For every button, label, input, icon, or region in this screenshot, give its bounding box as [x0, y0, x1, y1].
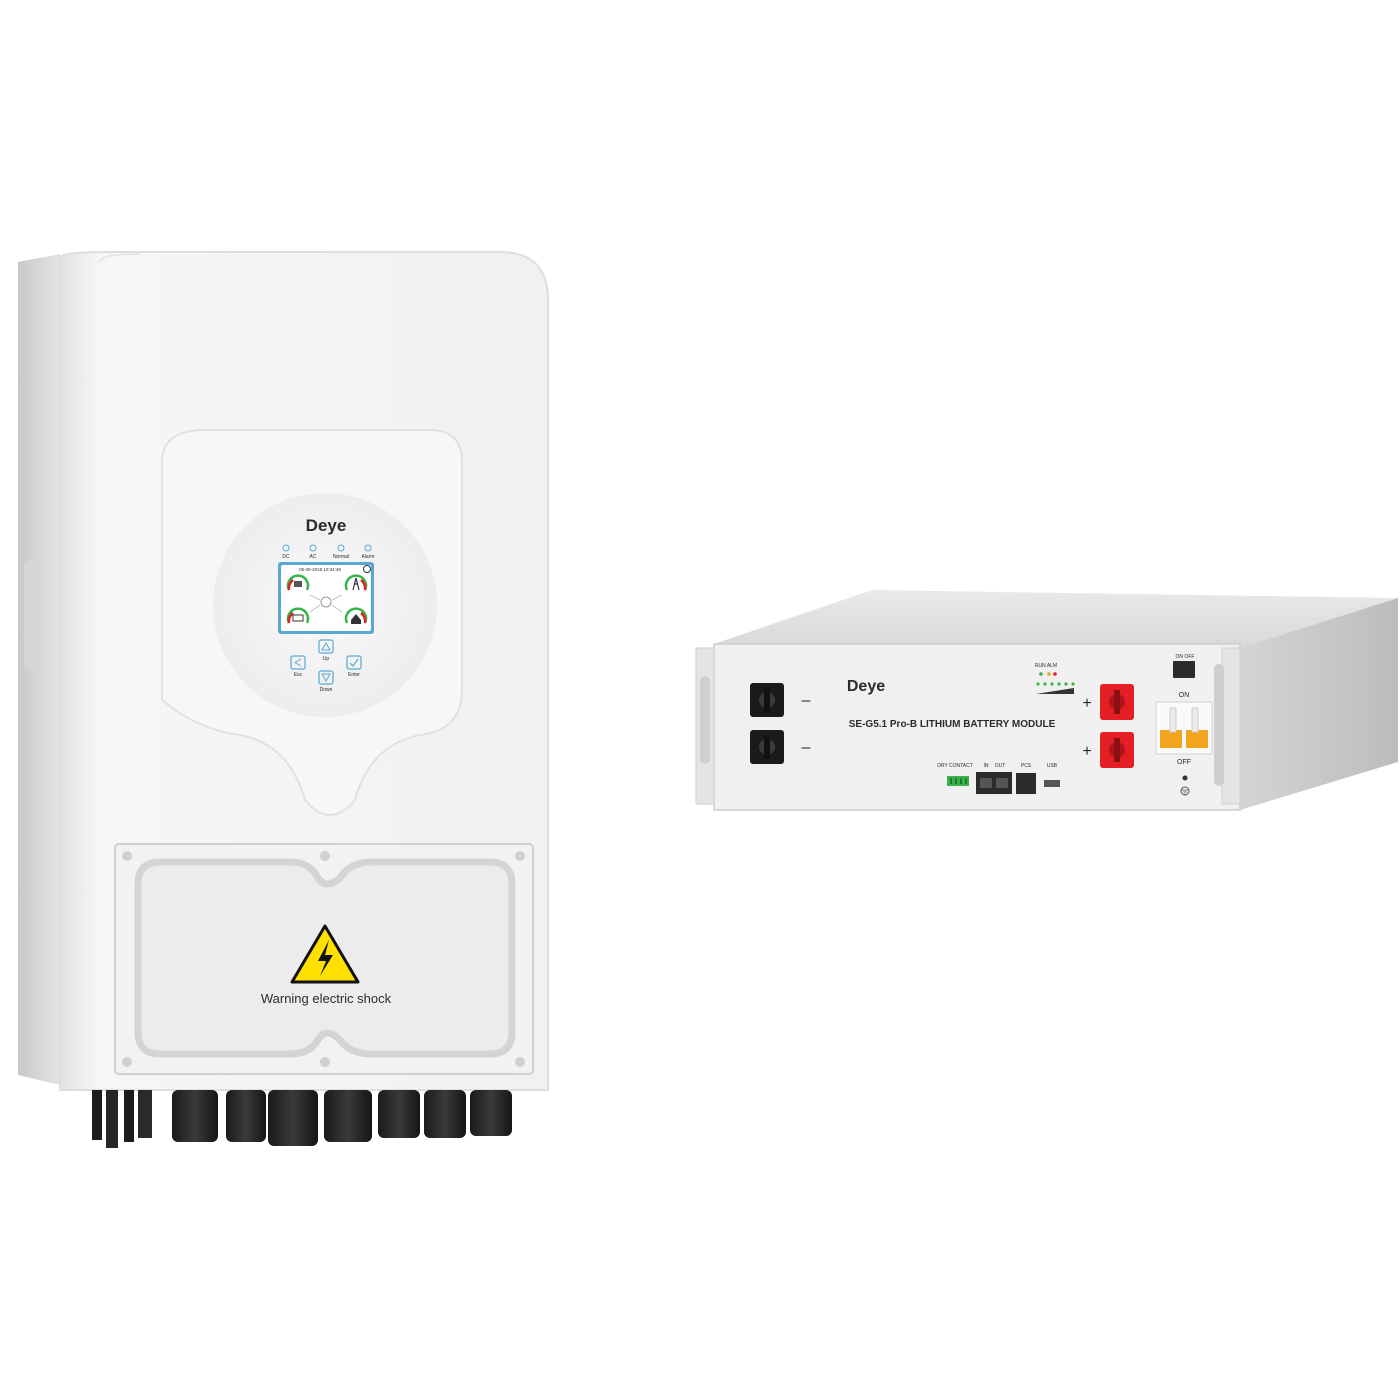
in-label: IN	[984, 763, 989, 769]
battery-model-label: SE-G5.1 Pro-B LITHIUM BATTERY MODULE	[849, 719, 1056, 730]
up-key[interactable]: Up	[318, 639, 334, 662]
esc-key[interactable]: Esc	[290, 655, 306, 678]
inverter-bottom-connectors	[92, 1090, 512, 1148]
home-gauge-icon	[344, 607, 368, 624]
cable-gland	[268, 1090, 318, 1146]
negative-sign: –	[802, 739, 811, 756]
usb-port[interactable]	[1044, 780, 1060, 787]
cover-screw	[320, 1057, 330, 1067]
inverter-front-edge	[99, 253, 141, 263]
lcd-header-time: 05-28-2019 10:34:49	[299, 567, 341, 572]
pv-connector	[124, 1090, 134, 1142]
battery-top-face	[714, 590, 1398, 648]
battery-gauge-icon	[286, 607, 310, 624]
battery-side-face	[1240, 598, 1398, 810]
inverter-brand-logo: Deye	[306, 516, 347, 535]
pcs-port[interactable]	[1016, 773, 1036, 794]
positive-terminal-bottom[interactable]	[1100, 732, 1134, 768]
on-off-label: ON OFF	[1176, 654, 1195, 660]
run-alm-leds	[1039, 672, 1057, 676]
inverter-side-slot	[24, 560, 38, 670]
dry-contact-port[interactable]	[947, 776, 969, 786]
warning-triangle-icon	[290, 924, 360, 984]
down-key-label: Down	[320, 687, 333, 693]
rack-handle-left	[700, 676, 710, 764]
battery-module: – – Deye SE-G5.1 Pro-B LITHIUM BATTERY M…	[695, 590, 1398, 811]
pv-connector	[138, 1090, 152, 1138]
inverter: Deye DC AC Normal Alarm 05-28-2019 10:34…	[18, 251, 549, 1148]
cable-gland	[172, 1090, 218, 1142]
negative-terminal-bottom[interactable]	[750, 730, 784, 764]
out-label: OUT	[995, 763, 1006, 769]
inverter-lcd-screen: 05-28-2019 10:34:49	[278, 562, 374, 634]
off-label: OFF	[1177, 759, 1191, 766]
cover-screw	[515, 851, 525, 861]
on-label: ON	[1179, 692, 1190, 699]
negative-terminal-top[interactable]	[750, 683, 784, 717]
pv-connector	[92, 1090, 102, 1140]
warning-text: Warning electric shock	[261, 991, 392, 1006]
inverter-center-icon	[320, 596, 332, 608]
ground-icon	[1180, 786, 1190, 796]
led-label-alarm: Alarm	[361, 554, 374, 560]
led-label-normal: Normal	[333, 554, 349, 560]
reset-hole[interactable]	[1182, 775, 1188, 781]
cable-gland	[378, 1090, 420, 1138]
settings-icon[interactable]	[363, 565, 371, 573]
cover-screw	[320, 851, 330, 861]
pv-connector	[106, 1090, 118, 1148]
positive-sign: +	[1082, 743, 1091, 760]
esc-key-label: Esc	[294, 672, 303, 678]
led-label-ac: AC	[310, 554, 317, 560]
cable-gland	[226, 1090, 266, 1142]
usb-label: USB	[1047, 763, 1058, 769]
enter-key-label: Enter	[348, 672, 360, 678]
grid-gauge-icon	[344, 574, 368, 591]
pcs-label: PCS	[1021, 763, 1032, 769]
cover-screw	[122, 1057, 132, 1067]
rack-handle-right	[1214, 664, 1224, 786]
inverter-led-row: DC AC Normal Alarm	[282, 544, 375, 560]
inverter-side-panel	[18, 254, 60, 1085]
down-key[interactable]: Down	[318, 670, 334, 693]
soc-leds	[1036, 682, 1075, 694]
enter-key[interactable]: Enter	[346, 655, 362, 678]
battery-brand-logo: Deye	[847, 678, 885, 695]
rack-ear-right	[1221, 647, 1241, 805]
positive-terminal-top[interactable]	[1100, 684, 1134, 720]
positive-sign: +	[1082, 695, 1091, 712]
negative-sign: –	[802, 692, 811, 709]
cable-gland	[324, 1090, 372, 1142]
cover-screw	[515, 1057, 525, 1067]
cable-gland	[424, 1090, 466, 1138]
circuit-breaker[interactable]	[1155, 701, 1213, 755]
run-alm-label: RUN ALM	[1035, 663, 1057, 669]
up-key-label: Up	[323, 656, 330, 662]
cover-screw	[122, 851, 132, 861]
dry-contact-label: DRY CONTACT	[937, 763, 973, 769]
wiring-cover: Warning electric shock	[114, 843, 534, 1075]
cable-gland	[470, 1090, 512, 1136]
power-switch[interactable]	[1173, 661, 1195, 678]
rj45-in-out-ports[interactable]	[976, 772, 1012, 794]
solar-gauge-icon	[286, 574, 310, 591]
inverter-keypad: Up Esc Enter Down	[290, 639, 362, 693]
led-label-dc: DC	[282, 554, 290, 560]
